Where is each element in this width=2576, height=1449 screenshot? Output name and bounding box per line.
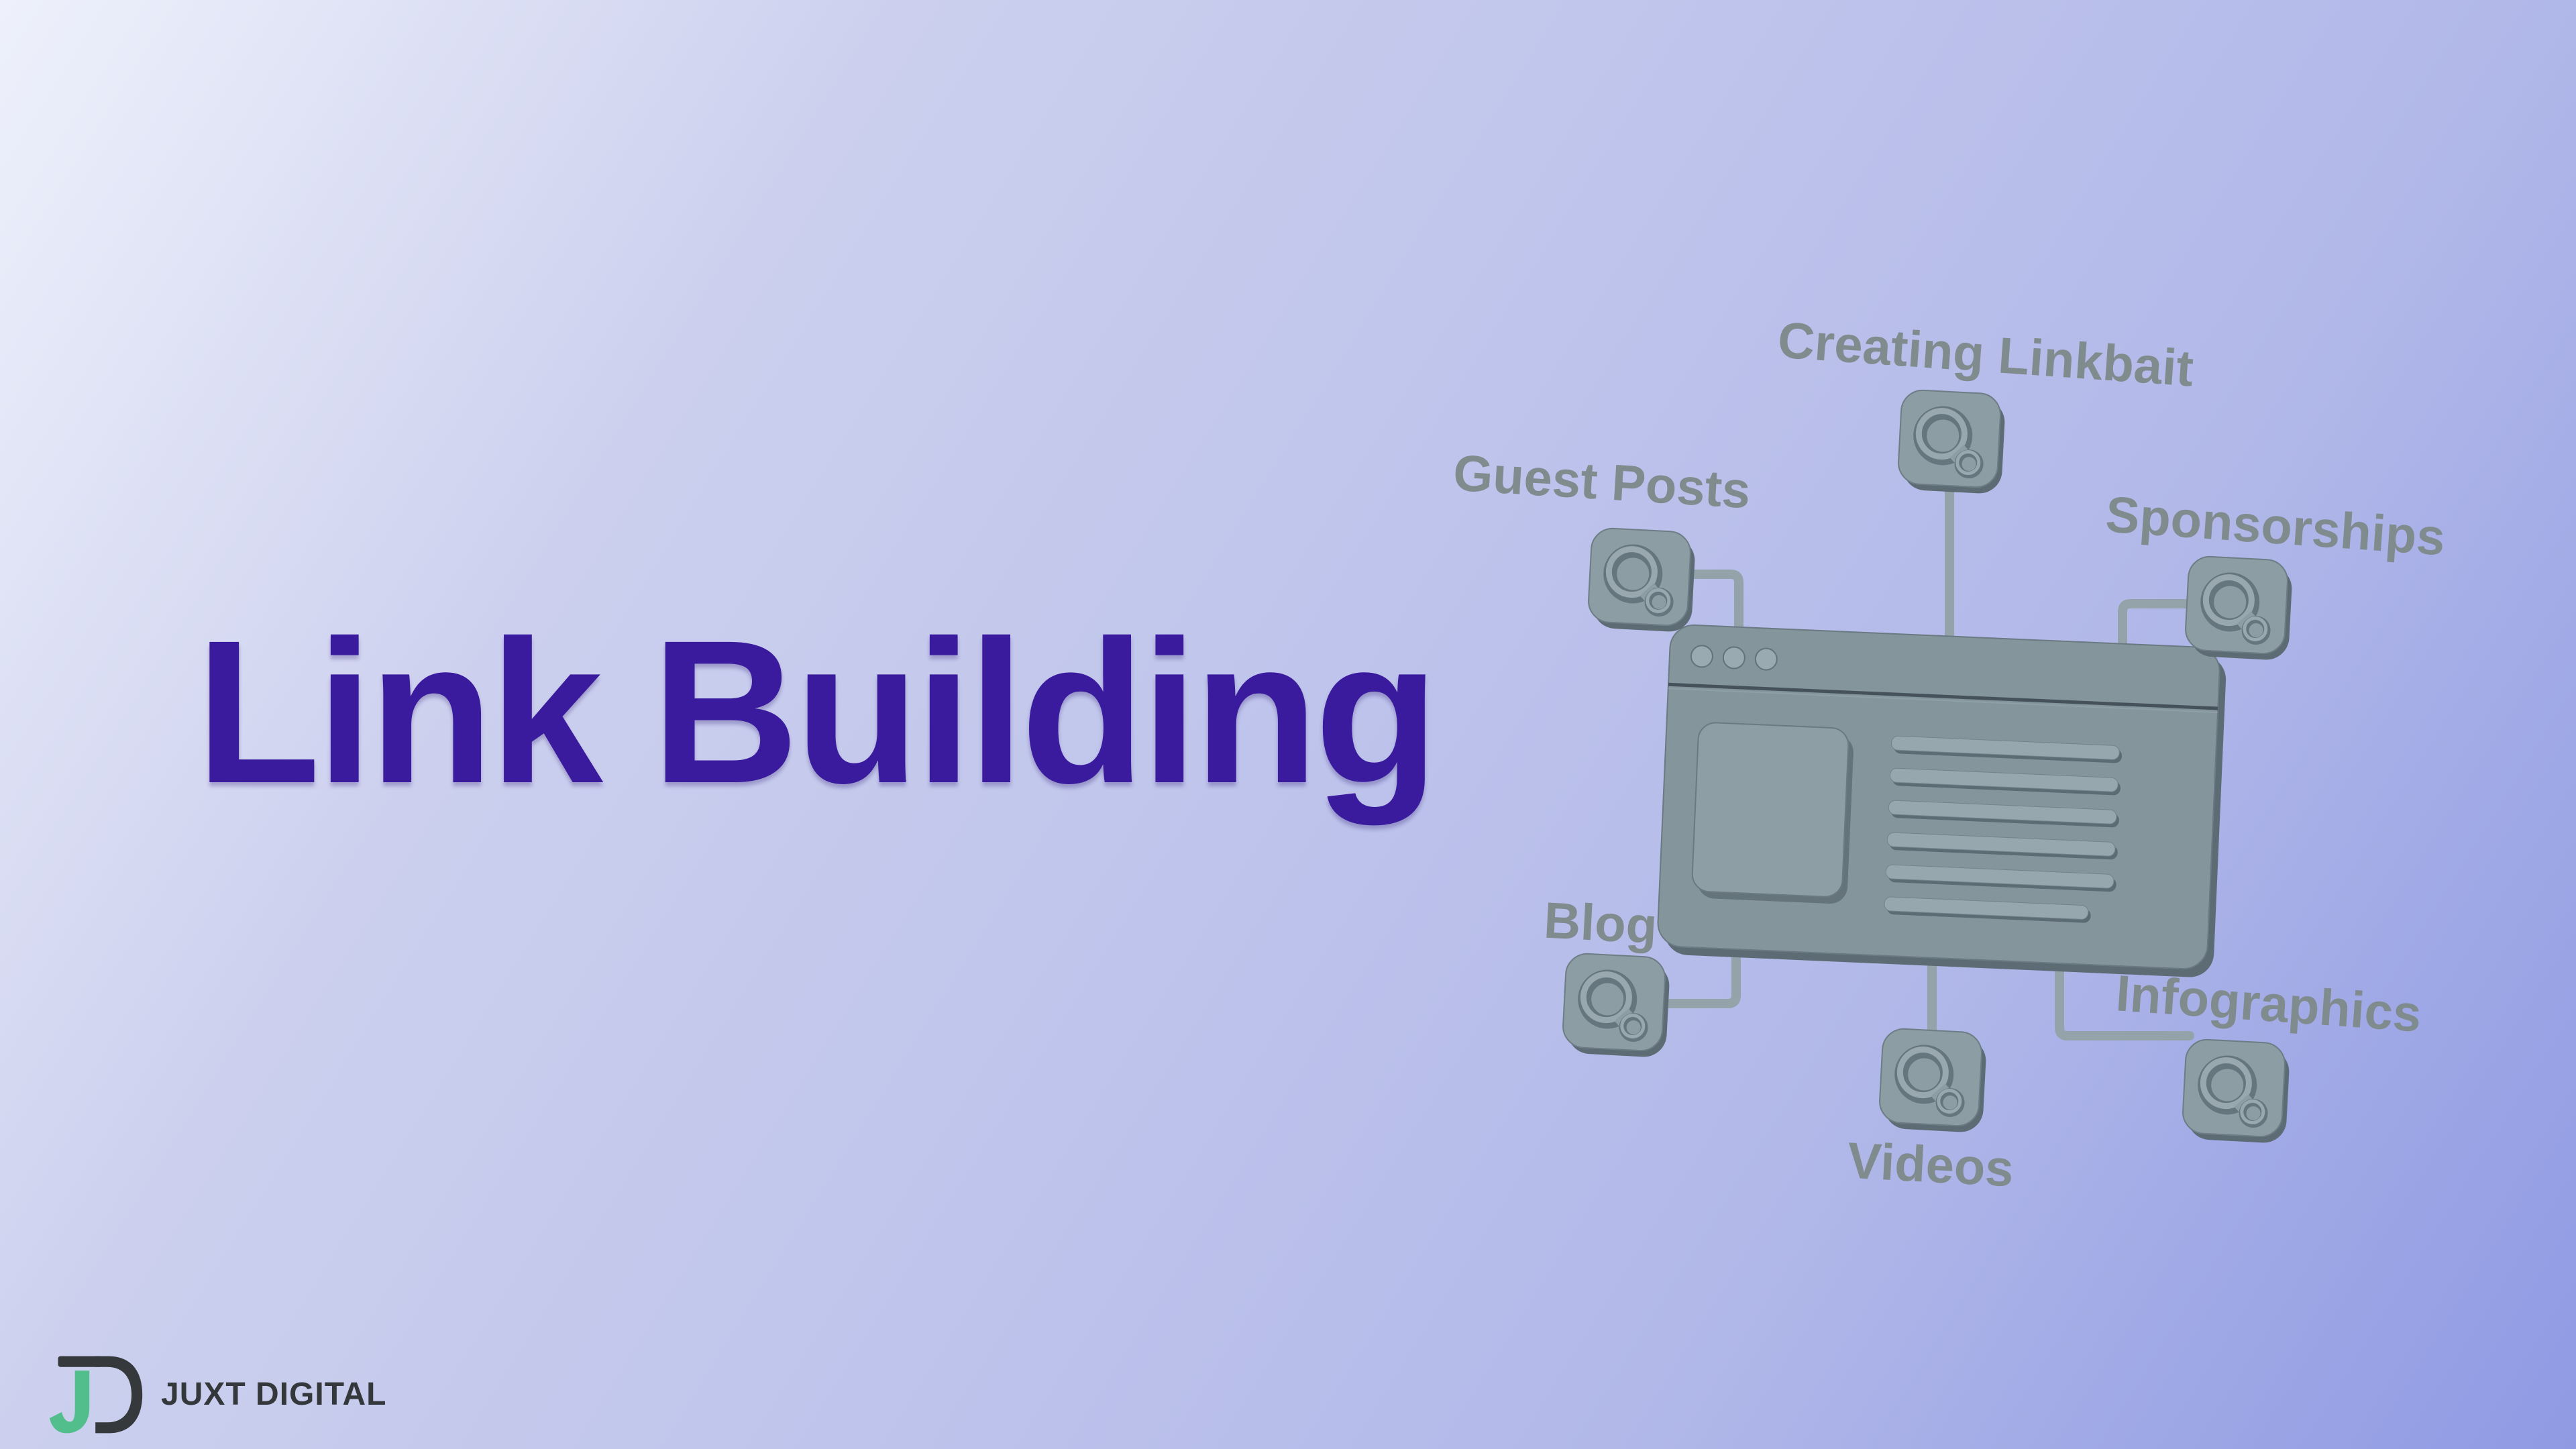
jd-monogram-icon	[50, 1356, 143, 1434]
connector-sponsorships	[2118, 599, 2197, 676]
node-label-videos: Videos	[1846, 1132, 2015, 1198]
node-label-blog: Blog	[1542, 892, 1658, 955]
link-icon-videos	[1878, 1028, 1988, 1133]
browser-window-icon	[1657, 624, 2226, 977]
titlebar-divider	[1668, 682, 2218, 710]
brand-logo: JUXT DIGITAL	[50, 1352, 386, 1437]
link-icon-infographics	[2182, 1038, 2291, 1144]
node-label-creating-linkbait: Creating Linkbait	[1776, 311, 2195, 397]
titlebar-divider-highlight	[1668, 688, 2218, 714]
link-building-diagram: Creating Linkbait Guest Posts Sponsorshi…	[1452, 311, 2447, 1198]
connector-guest-posts	[1680, 570, 1743, 676]
node-label-guest-posts: Guest Posts	[1452, 445, 1752, 520]
logo-company-name: JUXT DIGITAL	[161, 1376, 387, 1412]
link-icon-creating-linkbait	[1897, 389, 2006, 494]
link-icon-blog	[1562, 953, 1671, 1058]
connector-blog	[1662, 921, 1741, 1008]
text-lines	[1884, 735, 2123, 923]
image-placeholder	[1691, 722, 1854, 904]
page-title: Link Building	[196, 598, 1439, 826]
link-icon-guest-posts	[1587, 527, 1697, 633]
window-control-dots-icon	[1690, 645, 1778, 671]
link-icon-sponsorships	[2184, 555, 2294, 661]
node-label-sponsorships: Sponsorships	[2104, 486, 2447, 566]
connector-infographics	[2055, 934, 2194, 1040]
